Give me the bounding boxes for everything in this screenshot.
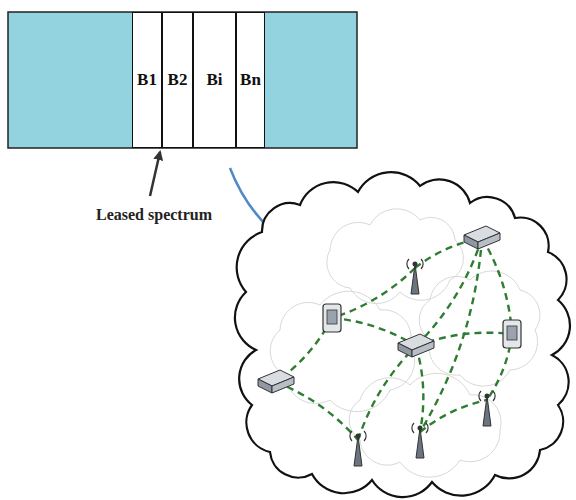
access-point: [503, 320, 521, 348]
router-side: [398, 343, 412, 357]
spectrum-block: Bn: [236, 12, 265, 148]
router-front: [272, 377, 294, 393]
dashed-link: [416, 346, 423, 432]
network-devices: [258, 226, 521, 466]
access-point-panel: [327, 310, 337, 324]
network-cloud: [235, 172, 570, 497]
antenna-tower: [416, 428, 424, 458]
antenna-tower: [411, 264, 419, 294]
antenna-waves: [412, 423, 428, 433]
network-links: [276, 238, 512, 440]
cloud-shade: [327, 209, 464, 304]
dashed-link: [420, 238, 482, 432]
antenna-tower: [354, 436, 362, 466]
cloud-shade: [270, 291, 414, 411]
antenna-waves: [350, 431, 366, 441]
antenna-waves: [479, 391, 495, 401]
router-side: [464, 235, 478, 249]
spectrum-caption: Leased spectrum: [96, 206, 212, 224]
dashed-link: [416, 238, 482, 346]
cloud-outline: [235, 172, 570, 497]
spectrum-block: B1: [132, 12, 162, 148]
block-label: Bi: [206, 70, 222, 90]
block-label: B1: [137, 70, 157, 90]
router-side: [258, 379, 272, 393]
antenna-tip: [485, 394, 490, 399]
dashed-link: [276, 382, 358, 440]
block-label: B2: [168, 70, 188, 90]
cloud-shade: [419, 271, 540, 386]
router-front: [412, 341, 434, 357]
access-point: [323, 304, 341, 332]
dashed-link: [358, 346, 416, 440]
antenna-tip: [418, 426, 423, 431]
block-label: Bn: [240, 70, 261, 90]
dashed-link: [332, 268, 415, 318]
spectrum-block: Bi: [193, 12, 236, 148]
antenna-tip: [413, 262, 418, 267]
antenna-waves: [407, 259, 423, 269]
antenna-tower: [483, 396, 491, 426]
router-front: [478, 233, 500, 249]
pointer-arrow: [150, 152, 160, 196]
antenna-tip: [356, 434, 361, 439]
spectrum-band: [8, 12, 357, 148]
spectrum-block: B2: [162, 12, 193, 148]
access-point-panel: [507, 326, 517, 340]
